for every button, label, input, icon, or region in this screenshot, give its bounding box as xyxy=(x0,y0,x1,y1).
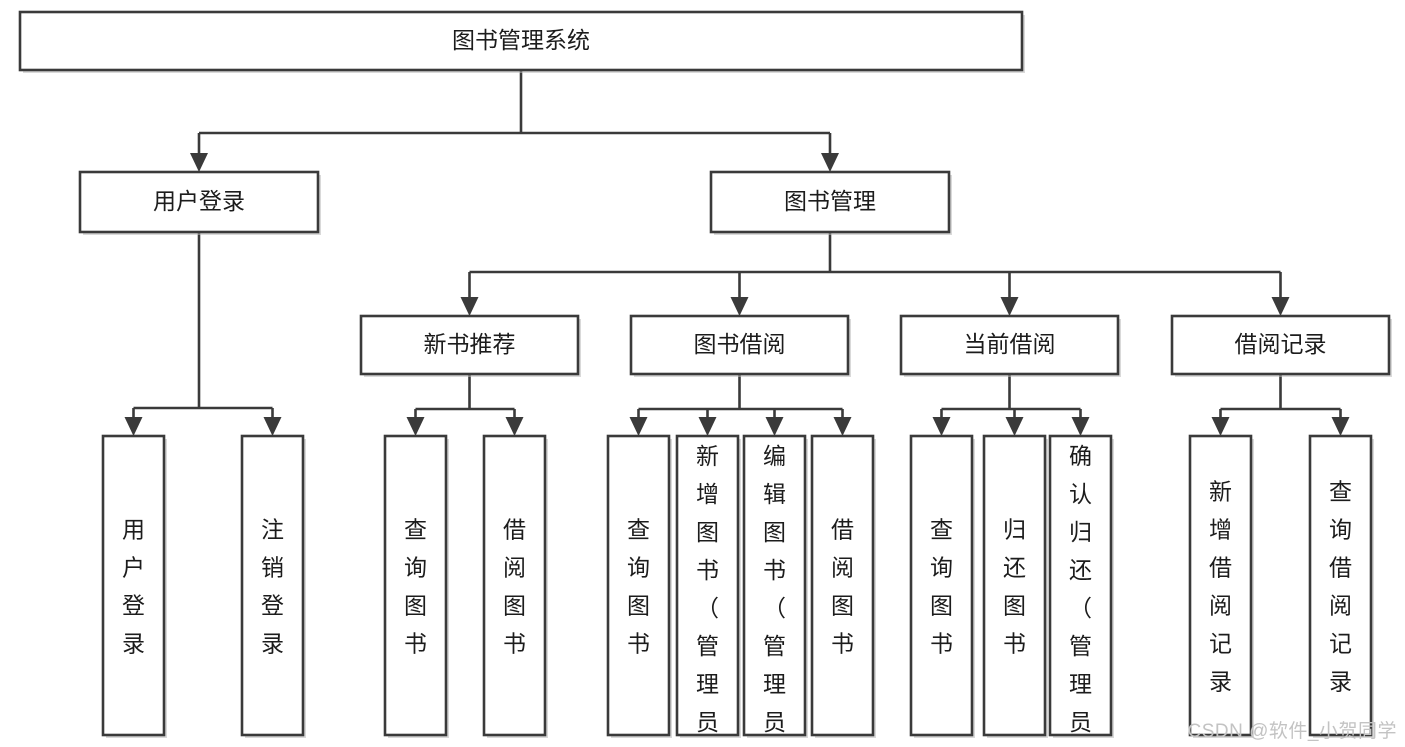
node-user-login[interactable]: 用户登录 xyxy=(78,170,321,235)
arrow-head-icon xyxy=(730,297,749,316)
node-leaf-user-login[interactable]: 用户登录 xyxy=(101,434,167,738)
node-leaf-query-record[interactable]: 查询借阅记录 xyxy=(1308,434,1374,738)
box-outline xyxy=(383,434,448,737)
arrow-head-icon xyxy=(505,417,524,436)
box-outline xyxy=(810,434,875,737)
arrow-head-icon xyxy=(629,417,648,436)
node-leaf-query-book-1[interactable]: 查询图书 xyxy=(383,434,449,738)
arrow-head-icon xyxy=(263,417,282,436)
node-label: 编辑图书（管理员） xyxy=(763,443,786,747)
box-outline xyxy=(240,434,305,737)
node-label: 用户登录 xyxy=(153,188,245,214)
arrow-head-icon xyxy=(1211,417,1230,436)
box-outline xyxy=(909,434,974,737)
box-outline xyxy=(709,170,951,234)
arrow-head-icon xyxy=(821,153,839,172)
node-leaf-query-book-2[interactable]: 查询图书 xyxy=(606,434,672,738)
arrow-head-icon xyxy=(765,417,784,436)
box-outline xyxy=(359,314,580,376)
node-leaf-add-record[interactable]: 新增借阅记录 xyxy=(1188,434,1254,738)
node-leaf-borrow-book-1[interactable]: 借阅图书 xyxy=(482,434,548,738)
node-book-manage[interactable]: 图书管理 xyxy=(709,170,952,235)
node-new-book-recommend[interactable]: 新书推荐 xyxy=(359,314,581,377)
arrow-head-icon xyxy=(833,417,852,436)
box-outline xyxy=(982,434,1047,737)
node-leaf-borrow-book-2[interactable]: 借阅图书 xyxy=(810,434,876,738)
node-label: 新增图书（管理员） xyxy=(696,443,719,747)
node-leaf-add-book-admin[interactable]: 新增图书（管理员） xyxy=(675,434,741,747)
box-outline xyxy=(1188,434,1253,737)
node-label: 新增借阅记录 xyxy=(1209,479,1232,695)
connectors-layer xyxy=(124,70,1350,436)
node-label: 归还图书 xyxy=(1003,517,1026,657)
node-label: 借阅记录 xyxy=(1235,331,1327,357)
box-outline xyxy=(742,434,807,737)
box-outline xyxy=(1048,434,1113,737)
node-label: 新书推荐 xyxy=(424,331,516,357)
node-label: 当前借阅 xyxy=(964,331,1056,357)
box-outline xyxy=(101,434,166,737)
node-label: 查询图书 xyxy=(627,517,650,657)
node-leaf-confirm-return-admin[interactable]: 确认归还（管理员） xyxy=(1048,434,1114,747)
node-label: 借阅图书 xyxy=(831,517,854,657)
node-label: 查询借阅记录 xyxy=(1329,479,1352,695)
box-outline xyxy=(629,314,850,376)
arrow-head-icon xyxy=(1000,297,1019,316)
node-label: 查询图书 xyxy=(930,517,953,657)
arrow-head-icon xyxy=(932,417,951,436)
node-borrow-record[interactable]: 借阅记录 xyxy=(1170,314,1392,377)
arrow-head-icon xyxy=(460,297,479,316)
box-outline xyxy=(1308,434,1373,737)
node-label: 确认归还（管理员） xyxy=(1069,443,1092,747)
node-leaf-edit-book-admin[interactable]: 编辑图书（管理员） xyxy=(742,434,808,747)
node-root-system[interactable]: 图书管理系统 xyxy=(18,10,1025,73)
arrow-head-icon xyxy=(1271,297,1290,316)
node-leaf-return-book[interactable]: 归还图书 xyxy=(982,434,1048,738)
node-leaf-query-book-3[interactable]: 查询图书 xyxy=(909,434,975,738)
box-outline xyxy=(482,434,547,737)
node-book-borrow[interactable]: 图书借阅 xyxy=(629,314,851,377)
arrow-head-icon xyxy=(190,153,208,172)
arrow-head-icon xyxy=(698,417,717,436)
arrow-head-icon xyxy=(1005,417,1024,436)
node-leaf-user-logout[interactable]: 注销登录 xyxy=(240,434,306,738)
node-label: 图书管理系统 xyxy=(452,27,590,53)
arrow-head-icon xyxy=(1071,417,1090,436)
node-label: 借阅图书 xyxy=(503,517,526,657)
box-outline xyxy=(606,434,671,737)
csdn-watermark: CSDN @软件_小贺同学 xyxy=(1187,721,1397,742)
arrow-head-icon xyxy=(406,417,425,436)
arrow-head-icon xyxy=(1331,417,1350,436)
box-outline xyxy=(78,170,320,234)
node-label: 注销登录 xyxy=(261,517,284,657)
node-current-borrow[interactable]: 当前借阅 xyxy=(899,314,1121,377)
node-label: 图书借阅 xyxy=(694,331,786,357)
node-label: 用户登录 xyxy=(122,517,145,657)
node-label: 查询图书 xyxy=(404,517,427,657)
box-outline xyxy=(18,10,1024,72)
box-outline xyxy=(675,434,740,737)
box-outline xyxy=(899,314,1120,376)
node-label: 图书管理 xyxy=(784,188,876,214)
nodes-layer: 图书管理系统用户登录图书管理新书推荐图书借阅当前借阅借阅记录用户登录注销登录查询… xyxy=(18,10,1392,747)
arrow-head-icon xyxy=(124,417,143,436)
box-outline xyxy=(1170,314,1391,376)
